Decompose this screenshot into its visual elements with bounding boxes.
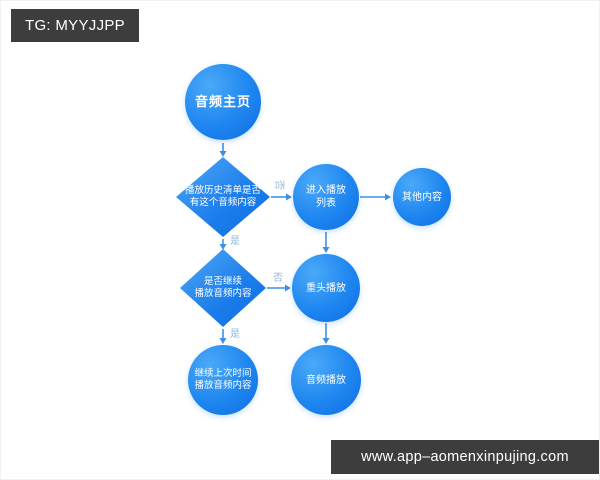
node-other-content: 其他内容 [393,168,451,226]
node-audio-home-label: 音频主页 [194,93,251,109]
node-audio-play: 音频播放 [291,345,361,415]
node-replay-from-start: 重头播放 [292,254,360,322]
arrow-history-check-to-continue-check [219,239,227,250]
node-audio-home: 音频主页 [185,64,261,140]
arrow-history-check-to-enter-playlist [271,193,292,201]
node-resume-last-time: 继续上次时间 播放音频内容 [188,345,258,415]
arrow-continue-check-to-replay [267,284,291,292]
node-audio-play-label: 音频播放 [306,374,346,386]
node-history-check-label: 播放历史清单是否 有这个音频内容 [184,184,261,208]
node-continue-check-label: 是否继续 播放音频内容 [194,275,252,299]
node-continue-check: 是否继续 播放音频内容 [180,249,266,327]
node-other-content-label: 其他内容 [402,191,442,203]
telegram-watermark-text: TG: MYYJJPP [25,17,125,34]
node-enter-playlist: 进入播放 列表 [293,164,359,230]
node-replay-from-start-label: 重头播放 [306,282,346,294]
node-resume-last-time-label: 继续上次时间 播放音频内容 [194,367,252,391]
node-history-check: 播放历史清单是否 有这个音频内容 [176,157,270,237]
arrow-home-to-history-check [219,143,227,157]
arrow-enter-playlist-to-replay [322,232,330,253]
arrow-replay-to-audio-play [322,323,330,344]
edge-label-history-yes: 是 [230,236,240,247]
arrow-continue-check-to-resume [219,329,227,344]
telegram-watermark-banner: TG: MYYJJPP [11,9,139,42]
edge-label-history-no: 否 [273,180,284,190]
node-enter-playlist-label: 进入播放 列表 [306,185,346,209]
edge-label-continue-no: 否 [273,273,283,284]
arrow-enter-playlist-to-other-content [360,193,391,201]
edge-label-continue-yes: 是 [230,329,240,340]
website-watermark-text: www.app–aomenxinpujing.com [361,449,569,465]
website-watermark-banner: www.app–aomenxinpujing.com [331,440,599,474]
